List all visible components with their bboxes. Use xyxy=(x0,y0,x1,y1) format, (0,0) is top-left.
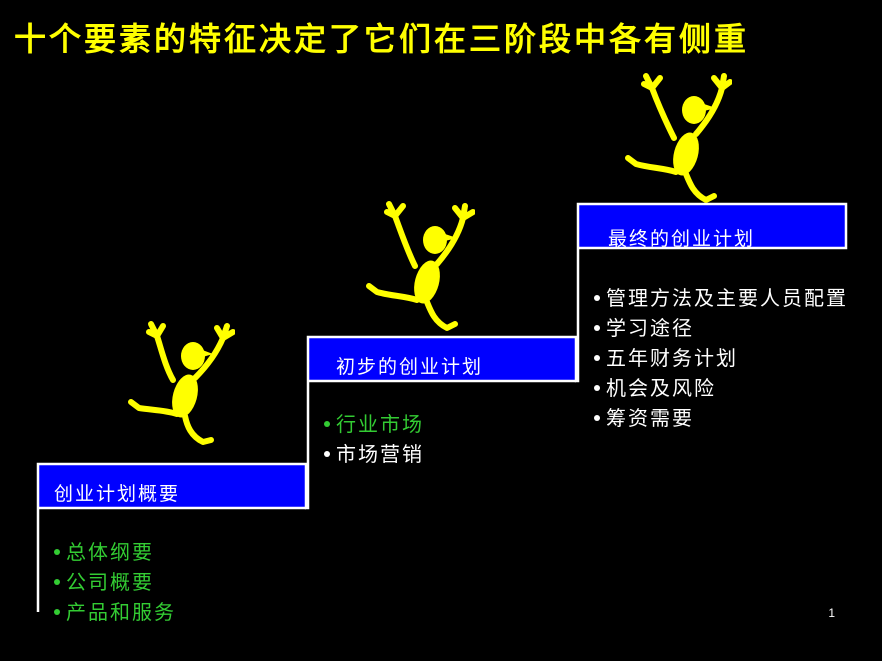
step-1-label: 创业计划概要 xyxy=(54,483,181,505)
list-item: 产品和服务 xyxy=(52,597,176,627)
list-item: 总体纲要 xyxy=(52,537,176,567)
staircase-outline xyxy=(36,202,848,612)
list-item: 市场营销 xyxy=(322,439,424,469)
cheering-figure-icon xyxy=(366,201,475,331)
list-item: 学习途径 xyxy=(592,313,856,343)
page-number: 1 xyxy=(828,606,835,620)
step-3-label: 最终的创业计划 xyxy=(608,228,756,250)
cheering-figure-icon xyxy=(128,321,235,445)
step-3-box xyxy=(578,204,846,248)
page-title: 十个要素的特征决定了它们在三阶段中各有侧重 xyxy=(14,20,750,58)
list-item: 筹资需要 xyxy=(592,403,856,433)
cheering-figure-icon xyxy=(625,73,732,203)
step-3-bullets: 管理方法及主要人员配置 学习途径 五年财务计划 机会及风险 筹资需要 xyxy=(592,283,856,433)
step-2-bullets: 行业市场 市场营销 xyxy=(322,409,424,469)
list-item: 公司概要 xyxy=(52,567,176,597)
step-2-label: 初步的创业计划 xyxy=(336,356,484,378)
list-item: 管理方法及主要人员配置 xyxy=(592,283,856,313)
list-item: 五年财务计划 xyxy=(592,343,856,373)
list-item: 机会及风险 xyxy=(592,373,856,403)
step-1-bullets: 总体纲要 公司概要 产品和服务 xyxy=(52,537,176,627)
step-2-box xyxy=(308,337,576,381)
list-item: 行业市场 xyxy=(322,409,424,439)
step-1-box xyxy=(38,464,306,508)
